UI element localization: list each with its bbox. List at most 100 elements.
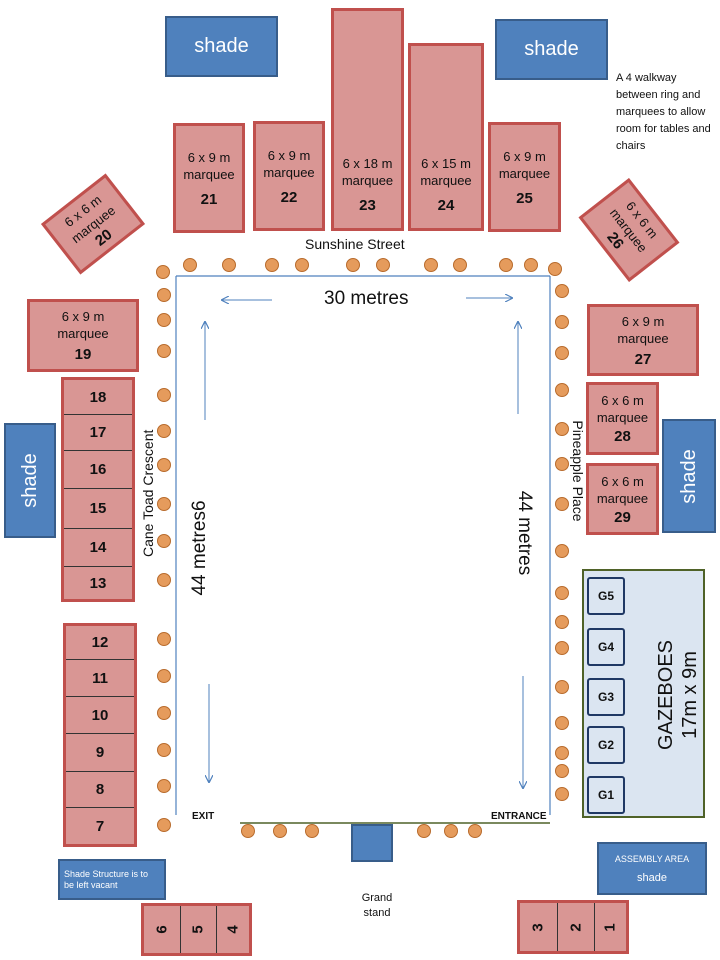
- bollard: [157, 534, 171, 548]
- marquee-number: 28: [614, 428, 631, 445]
- stall-7: 7: [95, 817, 105, 835]
- marquee-number: 22: [280, 188, 298, 206]
- stall-3: 3: [520, 903, 558, 951]
- bollard: [555, 284, 569, 298]
- marquee-number: 25: [516, 189, 533, 207]
- marquee-number: 23: [359, 197, 376, 214]
- gazebo-g5: G5: [587, 577, 625, 615]
- bollard: [157, 388, 171, 402]
- dimension-left: 44 metres6: [189, 500, 210, 596]
- marquee-25: 6 x 9 m marquee 25: [488, 122, 561, 232]
- bollard: [305, 824, 319, 838]
- stall-11: 11: [66, 660, 134, 697]
- stall-10: 10: [66, 697, 134, 734]
- gazebo-g2: G2: [587, 726, 625, 764]
- gazebo-g4: G4: [587, 628, 625, 666]
- stall-13: 13: [89, 574, 107, 592]
- stall-16: 16: [64, 451, 132, 489]
- street-right-label: Pineapple Place: [570, 420, 586, 522]
- bollard: [555, 586, 569, 600]
- stall-2: 2: [558, 903, 595, 951]
- bollard: [157, 313, 171, 327]
- marquee-type: marquee: [596, 490, 649, 506]
- stall-15: 15: [64, 489, 132, 529]
- bollard: [157, 706, 171, 720]
- stall-6: 6: [144, 906, 181, 953]
- bollard: [555, 615, 569, 629]
- bollard: [555, 746, 569, 760]
- grandstand-marker: [351, 824, 393, 862]
- bollard: [157, 779, 171, 793]
- shade-vacant-note: Shade Structure is to be left vacant: [64, 868, 149, 890]
- entrance-label: ENTRANCE: [491, 811, 547, 822]
- marquee-22: 6 x 9 m marquee 22: [253, 121, 325, 231]
- marquee-size: 6 x 9 m: [267, 147, 311, 163]
- marquee-type: marquee: [420, 173, 472, 188]
- marquee-size: 6 x 9 m: [187, 149, 231, 165]
- bollard: [183, 258, 197, 272]
- bollard: [555, 422, 569, 436]
- marquee-size: 6 x 15 m: [421, 156, 471, 171]
- bollard: [468, 824, 482, 838]
- marquee-19: 6 x 9 m marquee 19: [27, 299, 139, 372]
- stall-stack-lower: 12 11 10 9 8 7: [63, 623, 137, 847]
- bollard: [157, 497, 171, 511]
- bollard: [157, 424, 171, 438]
- gazeboes-title: GAZEBOES: [655, 639, 677, 751]
- shade-right: shade: [662, 419, 716, 533]
- marquee-21: 6 x 9 m marquee 21: [173, 123, 245, 233]
- marquee-number: 21: [200, 190, 218, 208]
- stall-12: 12: [66, 626, 134, 660]
- marquee-size: 6 x 18 m: [342, 156, 393, 171]
- marquee-29: 6 x 6 m marquee 29: [586, 463, 659, 535]
- bollard: [555, 764, 569, 778]
- bollard: [346, 258, 360, 272]
- marquee-number: 29: [614, 508, 631, 526]
- shade-top-right: shade: [495, 19, 608, 80]
- stall-5: 5: [181, 906, 217, 953]
- bollard: [157, 458, 171, 472]
- stall-14: 14: [64, 529, 132, 567]
- stall-18: 18: [64, 380, 132, 415]
- assembly-area-label: ASSEMBLY AREA: [614, 853, 690, 864]
- bollard: [499, 258, 513, 272]
- marquee-type: marquee: [596, 410, 649, 425]
- bollard: [157, 669, 171, 683]
- marquee-type: marquee: [57, 326, 109, 341]
- assembly-area-shade: shade: [637, 871, 667, 884]
- marquee-28: 6 x 6 m marquee 28: [586, 382, 659, 455]
- marquee-type: marquee: [263, 164, 315, 180]
- gazebo-g1: G1: [587, 776, 625, 814]
- marquee-size: 6 x 9 m: [503, 148, 546, 164]
- bollard: [548, 262, 562, 276]
- bollard: [265, 258, 279, 272]
- bollard: [222, 258, 236, 272]
- bollard: [444, 824, 458, 838]
- exit-label: EXIT: [192, 811, 215, 822]
- bollard: [157, 632, 171, 646]
- bollard: [157, 573, 171, 587]
- street-top-label: Sunshine Street: [305, 236, 405, 252]
- stall-9: 9: [66, 734, 134, 772]
- bollard: [555, 641, 569, 655]
- shade-top-left: shade: [165, 16, 278, 77]
- marquee-type: marquee: [617, 330, 669, 346]
- gazeboes-size: 17m x 9m: [679, 651, 701, 739]
- marquee-size: 6 x 6 m: [601, 393, 644, 408]
- stall-stack-upper: 18 17 16 15 14 13: [61, 377, 135, 602]
- assembly-area: ASSEMBLY AREA shade: [597, 842, 707, 895]
- shade-label: shade: [194, 35, 249, 57]
- shade-vacant: Shade Structure is to be left vacant: [58, 859, 166, 900]
- gazebo-g3: G3: [587, 678, 625, 716]
- bollard: [273, 824, 287, 838]
- bollard: [376, 258, 390, 272]
- bollard: [157, 818, 171, 832]
- grandstand-label: Grand stand: [361, 892, 393, 919]
- bollard: [555, 346, 569, 360]
- bollard: [295, 258, 309, 272]
- bollard: [555, 457, 569, 471]
- shade-label: shade: [524, 38, 579, 60]
- dimension-top: 30 metres: [324, 288, 409, 309]
- dimension-right: 44 metres: [514, 490, 535, 576]
